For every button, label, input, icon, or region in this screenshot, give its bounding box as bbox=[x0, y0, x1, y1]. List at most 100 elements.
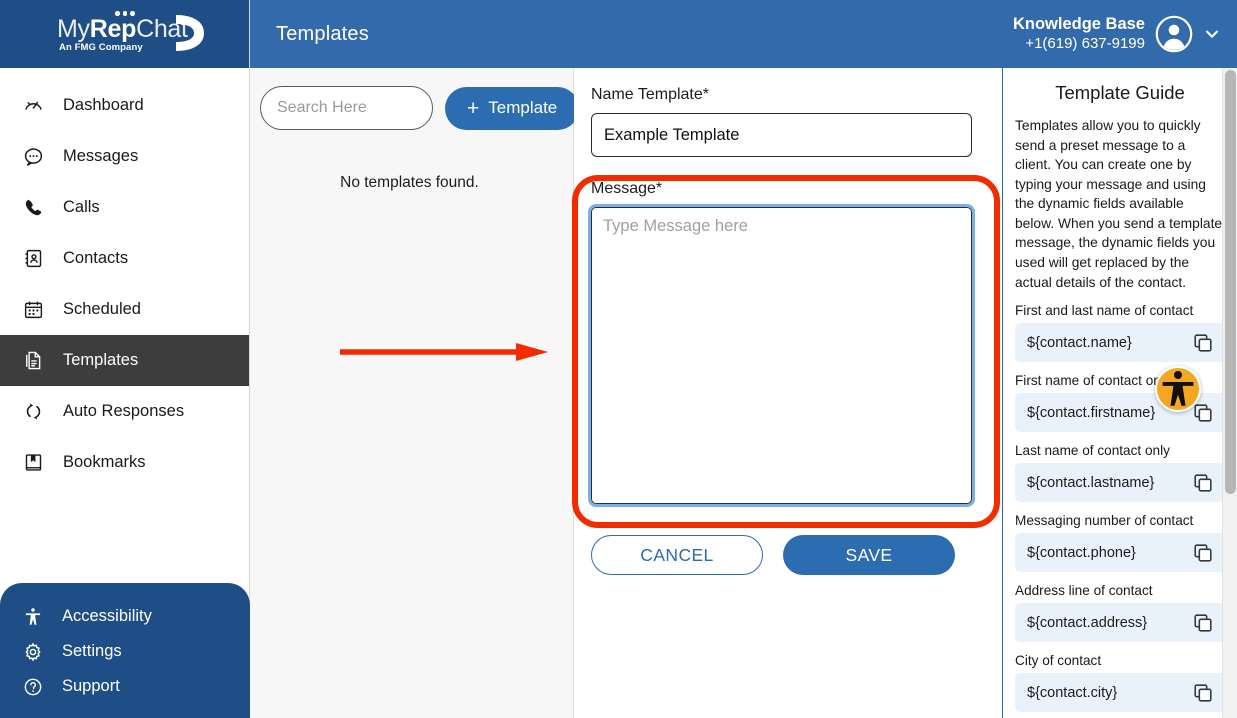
message-textarea[interactable] bbox=[588, 204, 975, 507]
accessibility-icon bbox=[1162, 370, 1194, 406]
guide-field: First name of contact only ${contact.fir… bbox=[1015, 373, 1225, 433]
sidebar-item-messages[interactable]: Messages bbox=[0, 131, 249, 182]
guide-token-value: ${contact.city} bbox=[1027, 684, 1118, 701]
name-template-label: Name Template* bbox=[591, 86, 709, 103]
guide-field: Last name of contact only ${contact.last… bbox=[1015, 443, 1225, 503]
message-field-wrap bbox=[588, 204, 975, 509]
guide-token-value: ${contact.lastname} bbox=[1027, 474, 1155, 491]
guide-field: First and last name of contact ${contact… bbox=[1015, 303, 1225, 363]
logo-wordmark: MyRepChat bbox=[57, 15, 188, 44]
guide-field-label: City of contact bbox=[1015, 653, 1102, 669]
guide-field-label: Last name of contact only bbox=[1015, 443, 1170, 459]
phone-icon bbox=[22, 197, 44, 219]
sidebar-item-label: Accessibility bbox=[62, 607, 152, 625]
template-guide-panel: Template Guide Templates allow you to qu… bbox=[1002, 68, 1237, 718]
guide-field: Address line of contact ${contact.addres… bbox=[1015, 583, 1225, 643]
logo-dots-icon bbox=[115, 11, 135, 16]
accessibility-floating-button[interactable] bbox=[1155, 366, 1201, 412]
gear-icon bbox=[22, 641, 44, 663]
guide-description: Templates allow you to quickly send a pr… bbox=[1015, 118, 1223, 290]
app-logo[interactable]: MyRepChat An FMG Company bbox=[0, 0, 249, 68]
main-region: Templates Knowledge Base +1(619) 637-919… bbox=[250, 0, 1237, 718]
copy-icon[interactable] bbox=[1192, 542, 1214, 564]
calendar-icon bbox=[22, 299, 44, 321]
guide-token-value: ${contact.phone} bbox=[1027, 544, 1136, 561]
sidebar-item-label: Templates bbox=[63, 351, 139, 369]
sidebar-footer: Accessibility Settings bbox=[0, 583, 250, 718]
guide-field-label: Messaging number of contact bbox=[1015, 513, 1194, 529]
bookmark-icon bbox=[22, 452, 44, 474]
sidebar-item-bookmarks[interactable]: Bookmarks bbox=[0, 437, 249, 488]
chat-bubble-icon bbox=[22, 146, 44, 168]
sidebar-item-label: Support bbox=[62, 677, 120, 695]
guide-field: City of contact ${contact.city} bbox=[1015, 653, 1225, 713]
copy-icon[interactable] bbox=[1192, 402, 1214, 424]
guide-token-value: ${contact.address} bbox=[1027, 614, 1148, 631]
sidebar-item-support[interactable]: Support bbox=[0, 669, 250, 704]
guide-token-row[interactable]: ${contact.address} bbox=[1015, 603, 1225, 643]
user-avatar-icon[interactable] bbox=[1155, 15, 1193, 53]
sidebar-item-auto-responses[interactable]: Auto Responses bbox=[0, 386, 249, 437]
save-button[interactable]: SAVE bbox=[783, 535, 955, 575]
sidebar-item-label: Dashboard bbox=[63, 96, 144, 114]
logo-my: My bbox=[57, 15, 90, 43]
sidebar-item-templates[interactable]: Templates bbox=[0, 335, 249, 386]
guide-token-row[interactable]: ${contact.lastname} bbox=[1015, 463, 1225, 503]
guide-token-row[interactable]: ${contact.name} bbox=[1015, 323, 1225, 363]
logo-rep: Rep bbox=[89, 15, 137, 43]
logo-tagline: An FMG Company bbox=[59, 42, 143, 53]
refresh-icon bbox=[22, 401, 44, 423]
page-title: Templates bbox=[276, 22, 369, 45]
page-scrollbar[interactable] bbox=[1222, 68, 1237, 718]
copy-icon[interactable] bbox=[1192, 682, 1214, 704]
empty-state-message: No templates found. bbox=[340, 174, 479, 191]
sidebar-item-dashboard[interactable]: Dashboard bbox=[0, 80, 249, 131]
sidebar-item-label: Settings bbox=[62, 642, 122, 660]
message-label: Message* bbox=[591, 180, 663, 197]
search-input[interactable] bbox=[260, 86, 433, 130]
guide-token-row[interactable]: ${contact.city} bbox=[1015, 673, 1225, 713]
chevron-down-icon[interactable] bbox=[1203, 25, 1221, 43]
cancel-button[interactable]: CANCEL bbox=[591, 535, 763, 575]
top-header: Templates Knowledge Base +1(619) 637-919… bbox=[250, 0, 1237, 68]
guide-field-label: First name of contact only bbox=[1015, 373, 1171, 389]
copy-icon[interactable] bbox=[1192, 612, 1214, 634]
sidebar-nav: Dashboard Messages bbox=[0, 68, 249, 488]
add-template-label: Template bbox=[488, 98, 558, 117]
add-template-button[interactable]: + Template bbox=[445, 86, 580, 130]
guide-title: Template Guide bbox=[1055, 82, 1185, 103]
guide-field: Messaging number of contact ${contact.ph… bbox=[1015, 513, 1225, 573]
document-icon bbox=[22, 350, 44, 372]
content-area: + Template No templates found. Name Temp… bbox=[250, 68, 1237, 718]
guide-token-row[interactable]: ${contact.phone} bbox=[1015, 533, 1225, 573]
speech-bubble-icon bbox=[176, 15, 204, 51]
sidebar-item-label: Auto Responses bbox=[63, 402, 185, 420]
speedometer-icon bbox=[22, 95, 44, 117]
sidebar-item-accessibility[interactable]: Accessibility bbox=[0, 599, 250, 634]
sidebar-item-label: Messages bbox=[63, 147, 139, 165]
sidebar-item-calls[interactable]: Calls bbox=[0, 182, 249, 233]
guide-token-value: ${contact.firstname} bbox=[1027, 404, 1156, 421]
form-actions: CANCEL SAVE bbox=[591, 535, 984, 575]
page-scrollbar-thumb[interactable] bbox=[1225, 70, 1236, 494]
copy-icon[interactable] bbox=[1192, 472, 1214, 494]
account-menu[interactable]: Knowledge Base +1(619) 637-9199 bbox=[1013, 14, 1223, 53]
list-toolbar: + Template bbox=[260, 86, 580, 130]
account-info: Knowledge Base +1(619) 637-9199 bbox=[1013, 14, 1145, 53]
question-circle-icon bbox=[22, 676, 44, 698]
guide-field-label: First and last name of contact bbox=[1015, 303, 1194, 319]
name-template-input[interactable] bbox=[591, 113, 972, 157]
account-name: Knowledge Base bbox=[1012, 15, 1145, 34]
sidebar-item-settings[interactable]: Settings bbox=[0, 634, 250, 669]
sidebar-item-contacts[interactable]: Contacts bbox=[0, 233, 249, 284]
guide-token-value: ${contact.name} bbox=[1027, 334, 1132, 351]
sidebar-item-scheduled[interactable]: Scheduled bbox=[0, 284, 249, 335]
plus-icon: + bbox=[467, 96, 480, 120]
sidebar: MyRepChat An FMG Company Dashboard bbox=[0, 0, 250, 718]
sidebar-item-label: Scheduled bbox=[63, 300, 141, 318]
guide-field-label: Address line of contact bbox=[1015, 583, 1153, 599]
account-phone: +1(619) 637-9199 bbox=[1025, 34, 1145, 52]
copy-icon[interactable] bbox=[1192, 332, 1214, 354]
contacts-book-icon bbox=[22, 248, 44, 270]
